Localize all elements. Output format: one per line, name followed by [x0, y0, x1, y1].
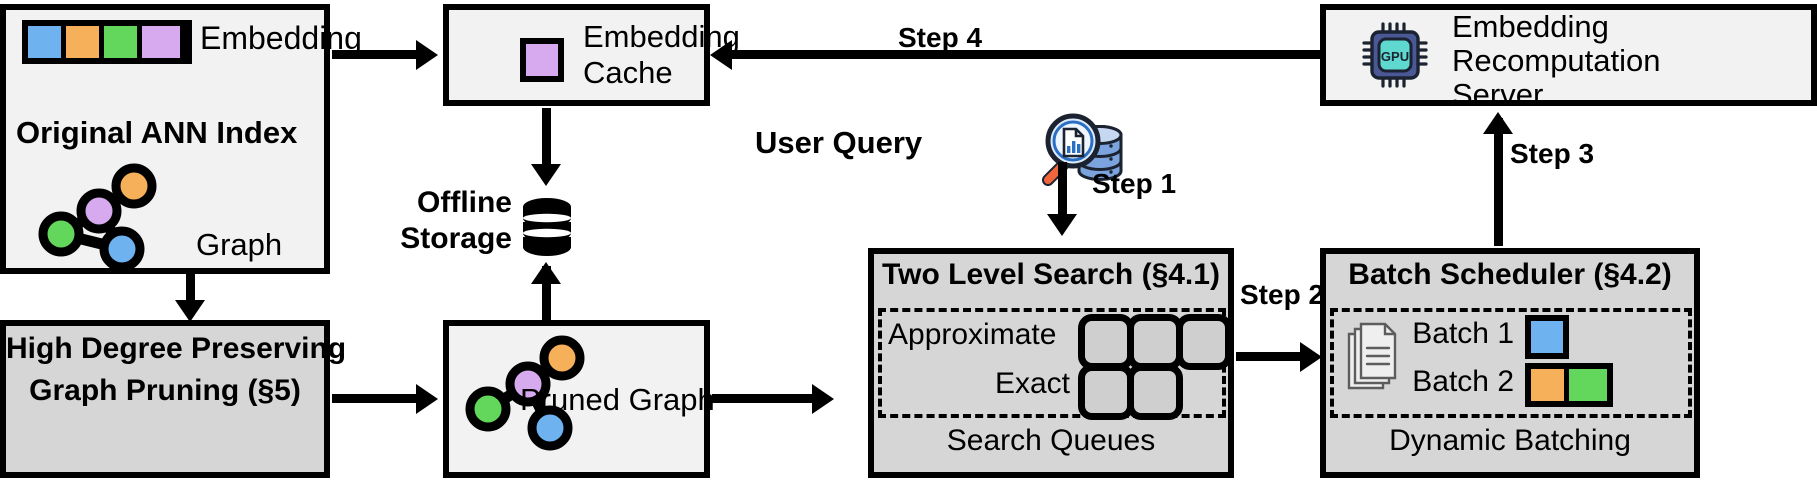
step3-label: Step 3 — [1510, 138, 1595, 169]
queue-tile — [1127, 314, 1183, 370]
queue-tile — [1078, 314, 1134, 370]
arrow-pruned-to-search-line — [712, 394, 820, 403]
arrow-step2-head — [1300, 342, 1322, 372]
arrow-pruning-to-pruned-line — [332, 394, 422, 403]
embedding-swatch-orange — [66, 26, 104, 58]
database-icon — [521, 196, 573, 258]
arrow-pruned-to-storage-head — [531, 262, 561, 284]
original-ann-index-title: Original ANN Index — [16, 115, 298, 150]
embedding-swatch-purple — [142, 26, 180, 58]
user-query-label: User Query — [755, 125, 923, 160]
pruned-graph-label: Pruned Graph — [520, 382, 715, 417]
offline-storage-line2: Storage — [400, 222, 512, 255]
arrow-step2-line — [1236, 352, 1308, 361]
arrow-step4-head — [710, 40, 732, 70]
queue-tile — [1176, 314, 1232, 370]
arrow-step1-head — [1047, 214, 1077, 236]
graph-pruning-line1: High Degree Preserving — [6, 332, 347, 365]
search-queues-footer: Search Queues — [946, 424, 1156, 457]
arrow-index-to-pruning-line — [186, 274, 195, 304]
recomputation-server-line2: Recomputation — [1452, 43, 1661, 78]
embedding-cache-line2: Cache — [583, 55, 673, 90]
gpu-chip-icon: GPU — [1362, 22, 1428, 88]
queue-tile — [1078, 364, 1134, 420]
dynamic-batching-dashed-region — [1330, 308, 1692, 418]
batch-2-swatch-green — [1569, 369, 1607, 401]
exact-row-label: Exact — [994, 367, 1070, 400]
step2-label: Step 2 — [1240, 279, 1325, 310]
two-level-search-title: Two Level Search (§4.1) — [882, 258, 1220, 291]
recomputation-server-line1: Embedding — [1452, 9, 1609, 44]
arrow-pruned-to-storage-line — [542, 266, 551, 324]
arrow-cache-to-storage-line — [542, 108, 551, 168]
arrow-pruning-to-pruned-head — [416, 384, 438, 414]
offline-storage-line1: Offline — [417, 186, 512, 219]
approximate-queue-tiles — [1078, 314, 1232, 370]
embedding-swatch-strip — [22, 20, 192, 64]
arrow-step1-line — [1058, 162, 1067, 218]
dynamic-batching-footer: Dynamic Batching — [1389, 424, 1631, 457]
batch-2-label: Batch 2 — [1412, 365, 1514, 398]
graph-pruning-box — [0, 320, 330, 478]
arrow-step3-line — [1494, 118, 1503, 246]
embedding-cache-swatch — [520, 38, 564, 82]
recomputation-server-line3: Server — [1452, 77, 1544, 112]
step4-label: Step 4 — [898, 22, 983, 53]
arrow-step3-head — [1483, 112, 1513, 134]
batch-2-swatch-orange — [1531, 369, 1569, 401]
batch-2-swatches — [1525, 363, 1613, 407]
documents-stack-icon — [1345, 322, 1405, 398]
batch-scheduler-title: Batch Scheduler (§4.2) — [1348, 258, 1672, 291]
step1-label: Step 1 — [1092, 168, 1177, 199]
approximate-row-label: Approximate — [888, 318, 1057, 351]
original-graph-figure — [34, 163, 164, 272]
exact-queue-tiles — [1078, 364, 1183, 420]
arrow-index-to-pruning-head — [175, 300, 205, 322]
embedding-swatch-blue — [28, 26, 66, 58]
arrow-step4-line — [730, 50, 1320, 59]
arrow-cache-to-storage-head — [531, 164, 561, 186]
embedding-cache-box — [443, 4, 710, 106]
embedding-label: Embedding — [200, 20, 362, 56]
pruned-graph-figure — [460, 335, 590, 454]
arrow-index-to-cache-line — [332, 50, 422, 59]
queue-tile — [1127, 364, 1183, 420]
graph-label: Graph — [196, 227, 283, 262]
query-search-database-icon — [1038, 110, 1124, 192]
batch-1-label: Batch 1 — [1412, 317, 1514, 350]
gpu-icon-text: GPU — [1381, 49, 1409, 64]
arrow-pruned-to-search-head — [812, 384, 834, 414]
batch-1-swatch-blue — [1525, 315, 1569, 359]
graph-pruning-line2: Graph Pruning (§5) — [29, 374, 301, 407]
arrow-index-to-cache-head — [416, 40, 438, 70]
embedding-swatch-green — [104, 26, 142, 58]
